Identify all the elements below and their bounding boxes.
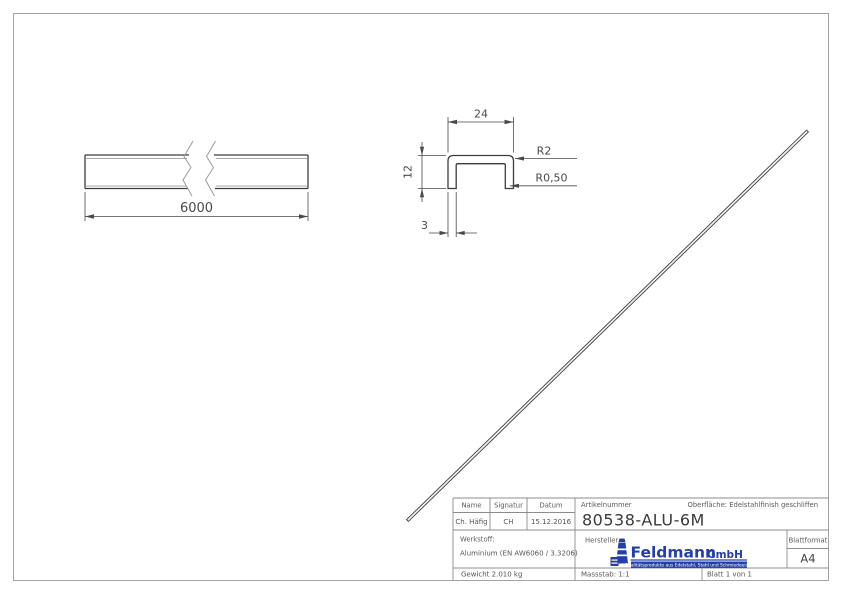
arrow-right-icon <box>504 119 514 125</box>
length-dimension-text: 6000 <box>180 201 213 216</box>
feldmann-logo: Feldmann GmbH Qualitätsprodukte aus Edel… <box>610 538 754 568</box>
oberflaeche-text: Oberfläche: Edelstahlfinish geschliffen <box>687 501 818 509</box>
datum-value: 15.12.2016 <box>531 518 572 526</box>
name-label: Name <box>461 502 481 510</box>
height-dimension-text: 12 <box>402 165 415 179</box>
arrow-up-icon <box>419 188 425 198</box>
werkstoff-label: Werkstoff: <box>460 536 495 544</box>
section-profile-outline <box>447 154 515 190</box>
arrow-right-icon <box>439 230 448 236</box>
signatur-value: CH <box>503 518 513 526</box>
width-dimension-text: 24 <box>474 108 488 121</box>
arrow-left-icon <box>510 183 519 188</box>
side-view-end-caps <box>84 155 309 189</box>
thickness-dimension-lines <box>429 192 477 237</box>
arrow-down-icon <box>419 146 425 156</box>
lighthouse-icon <box>610 538 628 566</box>
signatur-label: Signatur <box>494 502 523 510</box>
datum-label: Datum <box>540 502 563 510</box>
logo-tagline-banner <box>631 561 747 568</box>
break-line-left <box>182 140 194 197</box>
logo-tagline-text: Qualitätsprodukte aus Edelstahl, Stahl u… <box>625 562 754 568</box>
massstab-text: Massstab: 1:1 <box>581 571 630 579</box>
outer-radius-text: R2 <box>537 145 552 158</box>
artikelnummer-value: 80538-ALU-6M <box>582 511 705 530</box>
width-dimension-lines <box>447 117 514 153</box>
blatt-text: Blatt 1 von 1 <box>707 571 752 579</box>
logo-name-text: Feldmann <box>631 544 717 562</box>
isometric-view <box>405 129 810 523</box>
arrow-left-icon <box>448 119 457 125</box>
gewicht-text: Gewicht 2.010 kg <box>461 571 522 579</box>
blattformat-value: A4 <box>800 552 815 566</box>
inner-radius-text: R0,50 <box>535 172 567 185</box>
werkstoff-value: Aluminium (EN AW6060 / 3.3206) <box>460 550 578 558</box>
arrow-left-icon <box>85 214 94 219</box>
arrow-right-icon <box>299 214 308 219</box>
logo-suffix-text: GmbH <box>707 549 743 561</box>
title-block: Name Signatur Datum Ch. Häfig CH 15.12.2… <box>452 497 829 581</box>
artikelnummer-label: Artikelnummer <box>581 501 632 509</box>
section-view: 24 12 3 R2 R0,50 <box>402 108 577 237</box>
isometric-profile-rod <box>405 129 810 523</box>
arrow-left-icon <box>515 156 524 161</box>
side-view: 6000 <box>84 140 309 221</box>
length-dimension-lines <box>84 192 309 221</box>
sheet-border <box>13 13 829 581</box>
arrow-left-icon <box>456 230 465 236</box>
blattformat-label: Blattformat <box>789 537 828 545</box>
break-line-right <box>205 140 216 197</box>
name-value: Ch. Häfig <box>455 518 487 526</box>
title-block-grid <box>452 497 829 581</box>
hersteller-label: Hersteller <box>585 537 618 545</box>
thickness-dimension-text: 3 <box>421 219 428 232</box>
